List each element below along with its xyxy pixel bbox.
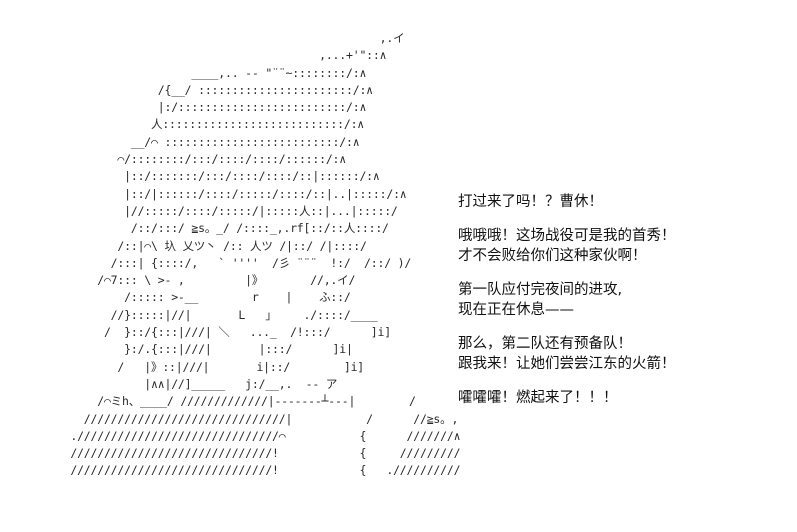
dialogue-line-3: 才不会败给你们这种家伙啊！ xyxy=(458,248,647,264)
dialogue-line-6: 那么，第二队还有预备队！ xyxy=(458,336,632,352)
dialogue-line-7: 跟我来！让她们尝尝江东的火箭！ xyxy=(458,356,676,372)
dialogue-line-1: 打过来了吗！？曹休！ xyxy=(458,194,603,210)
dialogue-line-2: 哦哦哦！这场战役可是我的首秀！ xyxy=(458,228,676,244)
dialogue-line-5: 现在正在休息—— xyxy=(458,302,574,318)
spacer xyxy=(458,320,788,334)
ascii-art-character: ,.イ ,...+'"::∧ ____,.. -‐ "¨¨~::::::::/:… xyxy=(70,31,460,478)
spacer xyxy=(458,266,788,280)
spacer xyxy=(458,374,788,388)
spacer xyxy=(458,212,788,226)
dialogue-line-8: 嚯嚯嚯！燃起来了！！！ xyxy=(458,390,618,406)
dialogue-line-4: 第一队应付完夜间的进攻, xyxy=(458,282,623,298)
dialogue-block: 打过来了吗！？曹休！ 哦哦哦！这场战役可是我的首秀！ 才不会败给你们这种家伙啊！… xyxy=(458,192,788,408)
